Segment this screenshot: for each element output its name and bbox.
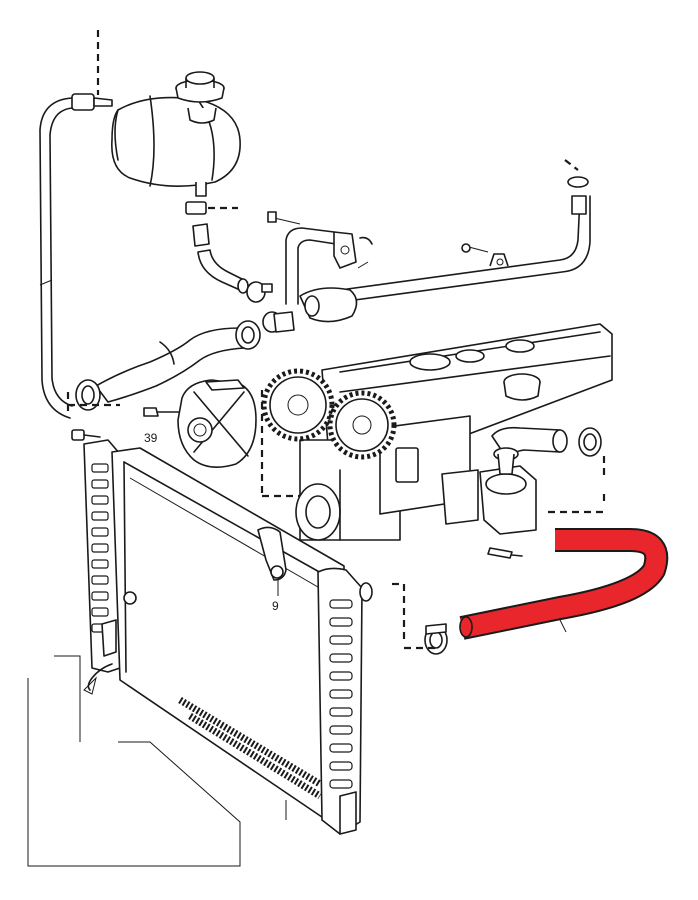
highlighted-radiator-hose: [459, 528, 669, 640]
hose-clamp-thermostat: [578, 427, 602, 457]
camshaft-gear-left: [261, 368, 335, 442]
radiator-mount-bracket: [83, 619, 117, 695]
expansion-tank-cap: [175, 71, 225, 124]
expansion-tank: [111, 71, 241, 197]
bypass-pipe-bracket: [489, 253, 509, 267]
radiator-drain-fitting: [71, 429, 101, 441]
water-pump-bolt: [143, 407, 181, 417]
tank-outlet-hose: [185, 201, 273, 303]
camshaft-gear-right: [327, 390, 397, 460]
lower-coolant-hose: [66, 320, 261, 415]
thermostat-housing: [441, 426, 606, 559]
radiator: [83, 439, 373, 835]
hose-clamp-left: [75, 379, 101, 411]
oil-filler-cap: [503, 373, 541, 401]
label-9: 9: [272, 599, 279, 613]
label-39: 39: [144, 431, 158, 445]
bleed-hose: [39, 93, 113, 419]
radiator-top-bracket: [257, 526, 287, 581]
hose-clamp-right: [235, 320, 261, 350]
radiator-right-fins: [329, 599, 353, 789]
hose-clamp-upper: [246, 281, 273, 303]
water-pump: [177, 379, 257, 468]
callout-leader-lines: [27, 655, 241, 867]
bypass-pipe: [262, 159, 591, 333]
hose-clamp-radiator: [424, 623, 448, 655]
pipe-end-clamp: [567, 176, 589, 215]
